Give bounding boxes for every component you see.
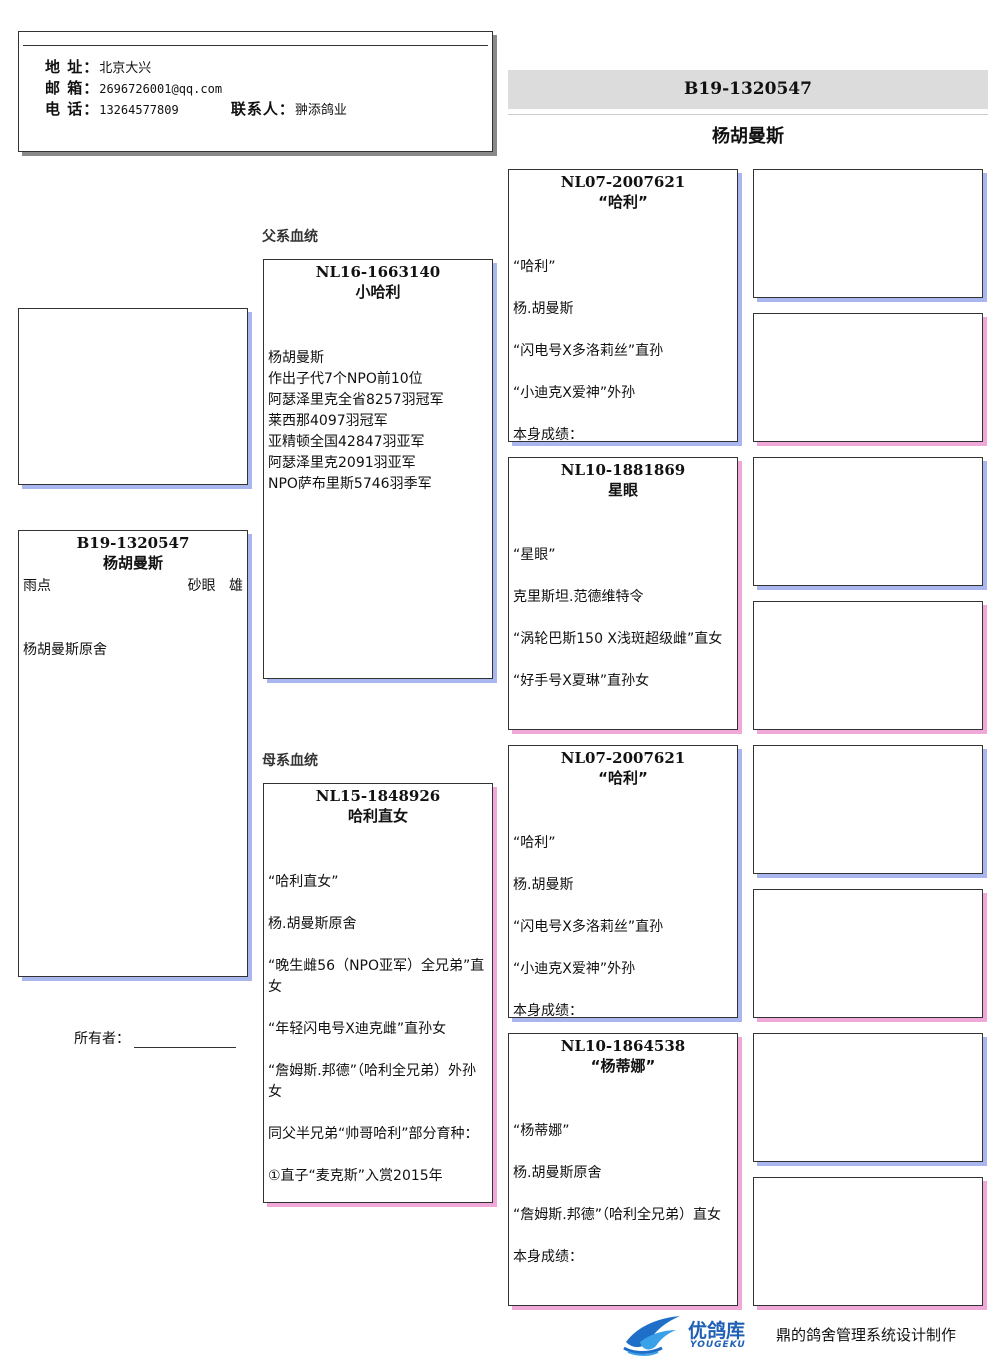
- footer-credit: 鼎的鸽舍管理系统设计制作: [776, 1326, 957, 1344]
- subject-name: 杨胡曼斯: [102, 554, 163, 572]
- dam-ring: NL15-1848926: [315, 787, 441, 805]
- owner-signature-line: [134, 1031, 236, 1048]
- address-label: 地 址：: [45, 58, 100, 76]
- dove-logo-icon: [623, 1316, 680, 1356]
- sire-card: NL16-1663140 小哈利 杨胡曼斯 作出子代7个NPO前10位 阿瑟泽里…: [263, 259, 493, 679]
- dam-dam-line: 杨.胡曼斯原舍: [513, 1165, 602, 1181]
- subject-info: 雨点 砂眼 雄 杨胡曼斯原舍: [23, 575, 243, 659]
- address-row: 地 址：北京大兴: [45, 56, 151, 77]
- sire-line: 亚精顿全国42847羽亚军: [268, 434, 425, 450]
- sire-line: 杨胡曼斯: [268, 350, 324, 366]
- dam-dam-line: “詹姆斯.邦德”（哈利全兄弟）直女: [513, 1207, 721, 1223]
- logo-subtext: YOUGEKU: [690, 1340, 746, 1350]
- sire-sire-line: “哈利”: [513, 259, 556, 275]
- great-grandparent-box: [753, 169, 983, 298]
- dam-sire-line: 本身成绩：: [513, 1003, 583, 1018]
- sire-line: 莱西那4097羽冠军: [268, 413, 388, 429]
- sire-dam-name: 星眼: [607, 481, 638, 499]
- sire-dam-line: “星眼”: [513, 547, 556, 563]
- logo-text: 优鸽库: [688, 1320, 746, 1342]
- subject-card: B19-1320547 杨胡曼斯 雨点 砂眼 雄 杨胡曼斯原舍: [18, 530, 248, 977]
- dam-dam-line: 本身成绩：: [513, 1249, 583, 1265]
- sire-line: 阿瑟泽里克全省8257羽冠军: [268, 392, 444, 408]
- sire-sire-line: 本身成绩：: [513, 427, 583, 442]
- dam-dam-name: “杨蒂娜”: [590, 1057, 656, 1075]
- dam-sire-line: “哈利”: [513, 835, 556, 851]
- footer: 优鸽库 YOUGEKU 鼎的鸽舍管理系统设计制作: [620, 1312, 990, 1356]
- sire-dam-card: NL10-1881869 星眼 “星眼” 克里斯坦.范德维特令 “涡轮巴斯150…: [508, 457, 738, 730]
- great-grandparent-box: [753, 745, 983, 874]
- contact-divider: [23, 45, 488, 46]
- pedigree-name-header: 杨胡曼斯: [712, 126, 784, 147]
- sire-sire-card: NL07-2007621 “哈利” “哈利” 杨.胡曼斯 “闪电号X多洛莉丝”直…: [508, 169, 738, 442]
- sire-dam-line: “好手号X夏琳”直孙女: [513, 673, 650, 689]
- dam-sire-ring: NL07-2007621: [560, 749, 686, 767]
- sire-sire-line: “闪电号X多洛莉丝”直孙: [513, 343, 664, 359]
- contact-person-value: 翀添鸽业: [294, 103, 347, 118]
- sire-line: 作出子代7个NPO前10位: [268, 371, 423, 387]
- subject-ring: B19-1320547: [76, 534, 190, 552]
- dam-dam-card: NL10-1864538 “杨蒂娜” “杨蒂娜” 杨.胡曼斯原舍 “詹姆斯.邦德…: [508, 1033, 738, 1306]
- email-label: 邮 箱：: [45, 79, 100, 97]
- paternal-label: 父系血统: [262, 229, 318, 245]
- phone-label: 电 话：: [45, 100, 100, 118]
- maternal-label: 母系血统: [262, 753, 318, 769]
- dam-name: 哈利直女: [347, 807, 408, 825]
- header-divider: [508, 114, 988, 115]
- dam-line: 同父半兄弟“帅哥哈利”部分育种：: [268, 1126, 479, 1142]
- sire-dam-line: “涡轮巴斯150 X浅斑超级雌”直女: [513, 631, 723, 647]
- dam-dam-description: “杨蒂娜” 杨.胡曼斯原舍 “詹姆斯.邦德”（哈利全兄弟）直女 本身成绩：: [513, 1121, 733, 1289]
- subject-loft: 杨胡曼斯原舍: [23, 642, 107, 658]
- email-row: 邮 箱：2696726001@qq.com: [45, 77, 222, 98]
- dam-line: “晚生雌56（NPO亚军）全兄弟”直女: [268, 958, 485, 995]
- owner-label: 所有者：: [74, 1031, 130, 1047]
- dam-dam-line: “杨蒂娜”: [513, 1123, 570, 1139]
- dam-sire-line: 杨.胡曼斯: [513, 877, 574, 893]
- sire-sire-line: “小迪克X爱神”外孙: [513, 385, 636, 401]
- address-value: 北京大兴: [99, 61, 152, 76]
- sire-sire-description: “哈利” 杨.胡曼斯 “闪电号X多洛莉丝”直孙 “小迪克X爱神”外孙 本身成绩：: [513, 257, 733, 442]
- dam-sire-line: “闪电号X多洛莉丝”直孙: [513, 919, 664, 935]
- dam-description: “哈利直女” 杨.胡曼斯原舍 “晚生雌56（NPO亚军）全兄弟”直女 “年轻闪电…: [268, 872, 488, 1202]
- sire-dam-line: 克里斯坦.范德维特令: [513, 589, 644, 605]
- email-value: 2696726001@qq.com: [99, 82, 223, 96]
- sire-ring: NL16-1663140: [315, 263, 441, 281]
- sire-sire-ring: NL07-2007621: [560, 173, 686, 191]
- dam-line: ①直子“麦克斯”入赏2015年: [268, 1168, 443, 1184]
- dam-dam-ring: NL10-1864538: [560, 1037, 686, 1055]
- dam-sire-name: “哈利”: [598, 769, 648, 787]
- dam-line: “詹姆斯.邦德”（哈利全兄弟）外孙女: [268, 1063, 476, 1100]
- dam-sire-description: “哈利” 杨.胡曼斯 “闪电号X多洛莉丝”直孙 “小迪克X爱神”外孙 本身成绩：: [513, 833, 733, 1018]
- dam-sire-card: NL07-2007621 “哈利” “哈利” 杨.胡曼斯 “闪电号X多洛莉丝”直…: [508, 745, 738, 1018]
- subject-eye: 砂眼: [187, 578, 216, 594]
- subject-color: 雨点: [23, 578, 51, 594]
- sire-name: 小哈利: [355, 283, 401, 301]
- sire-dam-description: “星眼” 克里斯坦.范德维特令 “涡轮巴斯150 X浅斑超级雌”直女 “好手号X…: [513, 545, 733, 713]
- sire-dam-ring: NL10-1881869: [560, 461, 686, 479]
- great-grandparent-box: [753, 457, 983, 586]
- great-grandparent-box: [753, 889, 983, 1018]
- sire-sire-name: “哈利”: [598, 193, 648, 211]
- contact-person-label: 联系人：: [230, 100, 295, 118]
- sire-line: NPO萨布里斯5746羽季军: [268, 476, 432, 492]
- sire-description: 杨胡曼斯 作出子代7个NPO前10位 阿瑟泽里克全省8257羽冠军 莱西那409…: [268, 348, 488, 495]
- phone-value: 13264577809: [99, 103, 179, 117]
- great-grandparent-box: [753, 1033, 983, 1162]
- great-grandparent-box: [753, 601, 983, 730]
- sire-sire-line: 杨.胡曼斯: [513, 301, 574, 317]
- dam-line: 杨.胡曼斯原舍: [268, 916, 357, 932]
- phone-row: 电 话：13264577809 联系人：翀添鸽业: [45, 98, 347, 119]
- dam-line: “哈利直女”: [268, 874, 339, 890]
- sire-line: 阿瑟泽里克2091羽亚军: [268, 455, 416, 471]
- photo-box: [18, 308, 248, 485]
- pedigree-ring-header: B19-1320547: [508, 70, 988, 109]
- great-grandparent-box: [753, 1177, 983, 1306]
- dam-line: “年轻闪电号X迪克雌”直孙女: [268, 1021, 447, 1037]
- great-grandparent-box: [753, 313, 983, 442]
- subject-sex: 雄: [229, 578, 243, 594]
- dam-card: NL15-1848926 哈利直女 “哈利直女” 杨.胡曼斯原舍 “晚生雌56（…: [263, 783, 493, 1203]
- contact-box: 地 址：北京大兴 邮 箱：2696726001@qq.com 电 话：13264…: [18, 31, 493, 152]
- owner-row: 所有者：: [74, 1028, 236, 1048]
- dam-sire-line: “小迪克X爱神”外孙: [513, 961, 636, 977]
